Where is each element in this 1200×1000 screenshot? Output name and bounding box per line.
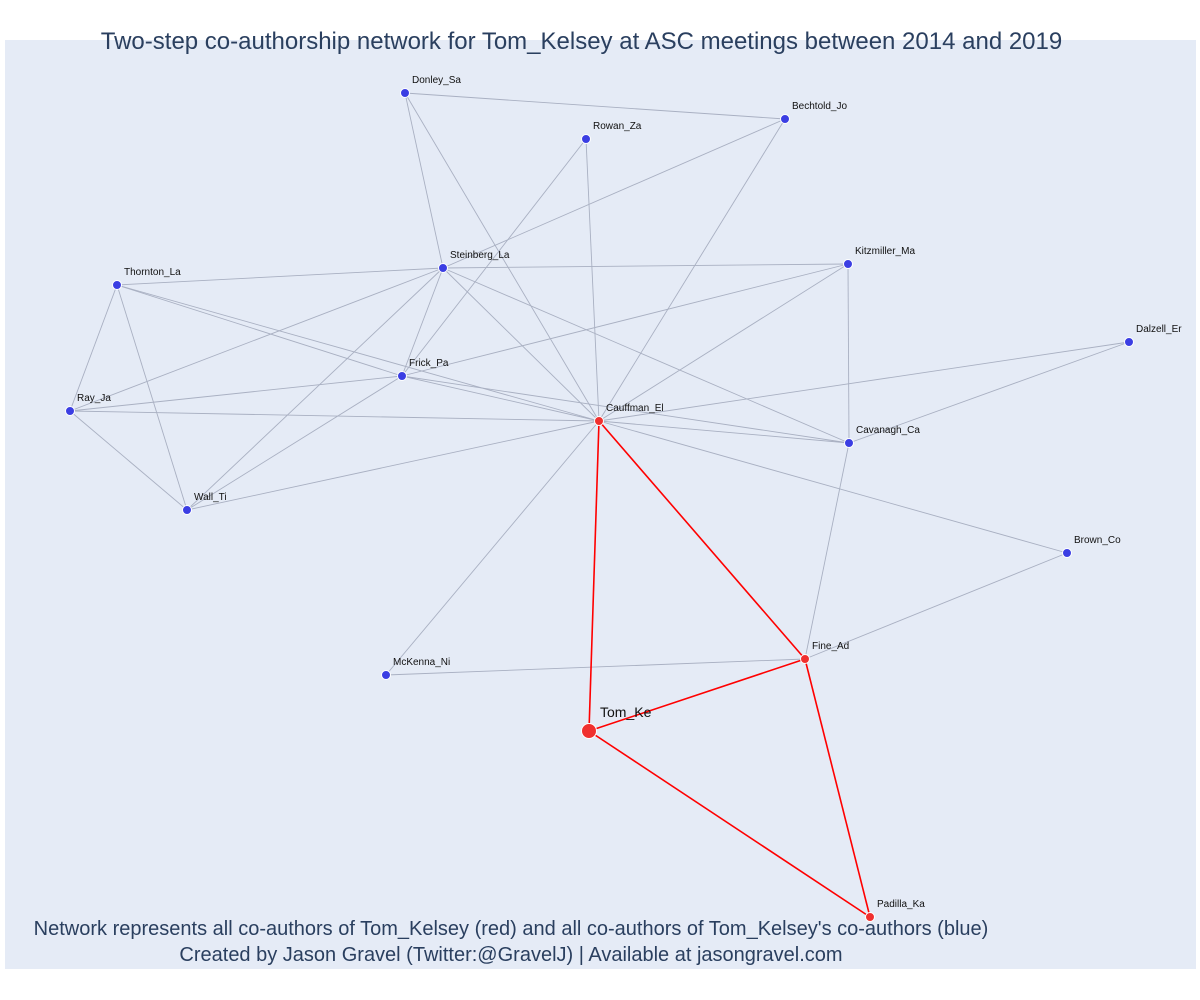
- node-Rowan_Za[interactable]: [581, 134, 591, 144]
- edge-Thornton_La-Cauffman_El: [116, 284, 600, 422]
- node-Dalzell_Er[interactable]: [1124, 337, 1134, 347]
- edge-Thornton_La-Wall_Ti: [116, 284, 188, 511]
- node-label-Ray_Ja: Ray_Ja: [77, 393, 111, 404]
- edge-Dalzell_Er-Cauffman_El: [598, 341, 1130, 422]
- node-label-Cauffman_El: Cauffman_El: [606, 403, 664, 414]
- node-Steinberg_La[interactable]: [438, 263, 448, 273]
- node-label-McKenna_Ni: McKenna_Ni: [393, 657, 450, 668]
- node-Bechtold_Jo[interactable]: [780, 114, 790, 124]
- node-Cavanagh_Ca[interactable]: [844, 438, 854, 448]
- node-Frick_Pa[interactable]: [397, 371, 407, 381]
- edges-layer: [69, 92, 1130, 918]
- edge-Steinberg_La-Cavanagh_Ca: [442, 267, 850, 444]
- node-label-Tom_Ke: Tom_Ke: [600, 704, 652, 720]
- edge-Donley_Sa-Bechtold_Jo: [404, 92, 786, 120]
- caption-line-2: Created by Jason Gravel (Twitter:@Gravel…: [179, 944, 843, 966]
- edge-Kitzmiller_Ma-Cauffman_El: [598, 263, 849, 422]
- node-Kitzmiller_Ma[interactable]: [843, 259, 853, 269]
- edge-Brown_Co-Fine_Ad: [804, 552, 1068, 660]
- edge-Steinberg_La-Ray_Ja: [69, 267, 444, 412]
- edge-Rowan_Za-Frick_Pa: [401, 138, 587, 377]
- edge-Ray_Ja-Wall_Ti: [69, 410, 188, 511]
- chart-title: Two-step co-authorship network for Tom_K…: [100, 28, 1063, 55]
- node-Donley_Sa[interactable]: [400, 88, 410, 98]
- node-label-Wall_Ti: Wall_Ti: [194, 492, 227, 503]
- edge-Tom_Ke-Padilla_Ka: [588, 730, 871, 918]
- node-label-Padilla_Ka: Padilla_Ka: [877, 899, 925, 910]
- node-Cauffman_El[interactable]: [594, 416, 604, 426]
- edge-Kitzmiller_Ma-Cavanagh_Ca: [847, 263, 850, 444]
- node-label-Cavanagh_Ca: Cavanagh_Ca: [856, 425, 920, 436]
- edge-Dalzell_Er-Cavanagh_Ca: [848, 341, 1130, 444]
- edge-Steinberg_La-Frick_Pa: [401, 267, 444, 377]
- edge-Cauffman_El-Fine_Ad: [598, 420, 806, 660]
- caption-line-1: Network represents all co-authors of Tom…: [33, 918, 989, 940]
- node-label-Bechtold_Jo: Bechtold_Jo: [792, 101, 847, 112]
- edge-Thornton_La-Ray_Ja: [69, 284, 118, 412]
- edge-Steinberg_La-Cauffman_El: [442, 267, 600, 422]
- node-McKenna_Ni[interactable]: [381, 670, 391, 680]
- edge-Steinberg_La-Thornton_La: [116, 267, 444, 286]
- edge-Frick_Pa-Cauffman_El: [401, 375, 600, 422]
- node-label-Thornton_La: Thornton_La: [124, 267, 181, 278]
- node-label-Donley_Sa: Donley_Sa: [412, 75, 461, 86]
- edge-Cauffman_El-Cavanagh_Ca: [598, 420, 850, 444]
- edge-Cauffman_El-McKenna_Ni: [385, 420, 600, 676]
- node-label-Kitzmiller_Ma: Kitzmiller_Ma: [855, 246, 915, 257]
- node-label-Frick_Pa: Frick_Pa: [409, 358, 449, 369]
- node-Wall_Ti[interactable]: [182, 505, 192, 515]
- edge-Frick_Pa-Cavanagh_Ca: [401, 375, 850, 444]
- edge-Steinberg_La-Kitzmiller_Ma: [442, 263, 849, 269]
- edge-Fine_Ad-Padilla_Ka: [804, 658, 871, 918]
- edge-Thornton_La-Frick_Pa: [116, 284, 403, 377]
- plot-area: [5, 40, 1196, 969]
- node-Brown_Co[interactable]: [1062, 548, 1072, 558]
- edge-Bechtold_Jo-Steinberg_La: [442, 118, 786, 269]
- edge-Frick_Pa-Ray_Ja: [69, 375, 403, 412]
- edge-Donley_Sa-Steinberg_La: [404, 92, 444, 269]
- edge-Cauffman_El-Brown_Co: [598, 420, 1068, 554]
- node-label-Rowan_Za: Rowan_Za: [593, 121, 642, 132]
- edge-Cavanagh_Ca-Fine_Ad: [804, 442, 850, 660]
- edge-Kitzmiller_Ma-Frick_Pa: [401, 263, 849, 377]
- edge-McKenna_Ni-Fine_Ad: [385, 658, 806, 676]
- node-Tom_Ke[interactable]: [581, 723, 597, 739]
- node-Thornton_La[interactable]: [112, 280, 122, 290]
- edge-Tom_Ke-Fine_Ad: [588, 658, 806, 732]
- edge-Wall_Ti-Cauffman_El: [186, 420, 600, 511]
- edge-Donley_Sa-Cauffman_El: [404, 92, 600, 422]
- node-label-Fine_Ad: Fine_Ad: [812, 641, 849, 652]
- edge-Tom_Ke-Cauffman_El: [588, 420, 600, 732]
- nodes-layer: [65, 88, 1134, 922]
- node-label-Brown_Co: Brown_Co: [1074, 535, 1121, 546]
- edge-Frick_Pa-Wall_Ti: [186, 375, 403, 511]
- node-Padilla_Ka[interactable]: [865, 912, 875, 922]
- node-Fine_Ad[interactable]: [800, 654, 810, 664]
- node-Ray_Ja[interactable]: [65, 406, 75, 416]
- edge-Steinberg_La-Wall_Ti: [186, 267, 444, 511]
- node-label-Dalzell_Er: Dalzell_Er: [1136, 324, 1182, 335]
- node-label-Steinberg_La: Steinberg_La: [450, 250, 510, 261]
- edge-Rowan_Za-Cauffman_El: [585, 138, 600, 422]
- edge-Ray_Ja-Cauffman_El: [69, 410, 600, 422]
- edge-Bechtold_Jo-Cauffman_El: [598, 118, 786, 422]
